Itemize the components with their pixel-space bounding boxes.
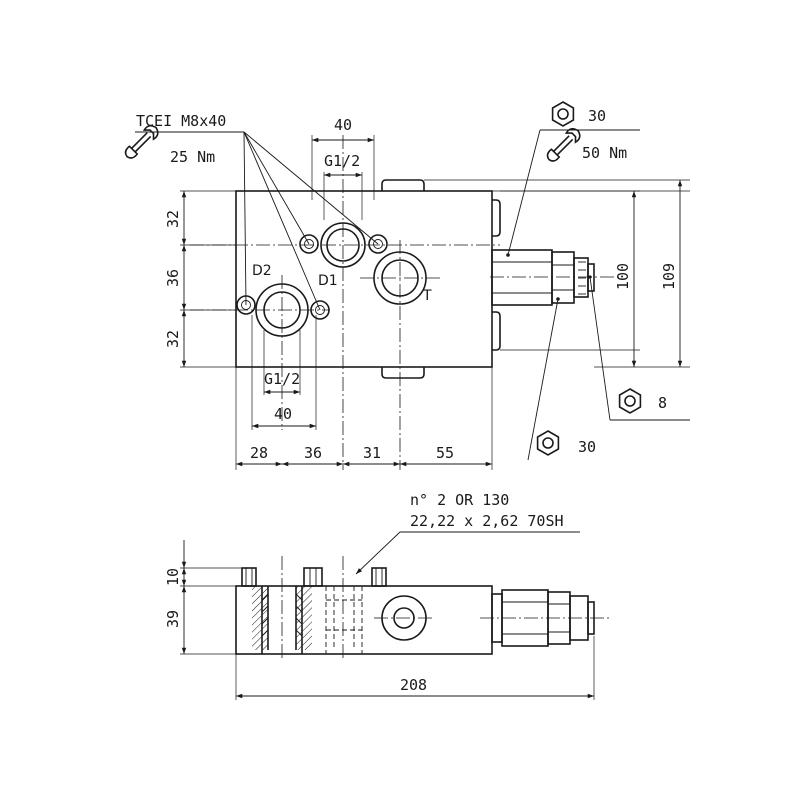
hex-nut-icon xyxy=(551,101,575,127)
dimension-lines-side-view xyxy=(181,540,594,699)
dim-bottom-40: 40 xyxy=(274,405,292,423)
wrench-icon xyxy=(546,127,581,162)
port-section-hatch xyxy=(252,586,268,650)
hex-nut-icon xyxy=(536,430,560,456)
dim-v-39: 39 xyxy=(164,610,182,628)
dimension-lines-top-view xyxy=(181,137,683,467)
thread-bottom-label: G1/2 xyxy=(264,370,300,388)
extension-lines xyxy=(180,135,690,470)
dim-v-32-bottom: 32 xyxy=(164,330,182,348)
hidden-port xyxy=(325,586,363,654)
bolt-head-2 xyxy=(303,567,323,587)
bottom-boss xyxy=(381,367,425,379)
port-d1-label: D1 xyxy=(318,273,338,289)
dim-h-208: 208 xyxy=(400,676,427,694)
port-t-side xyxy=(374,595,434,641)
top-boss xyxy=(381,179,425,191)
hex-torque-label-1: 50 Nm xyxy=(582,144,627,162)
oring-spec-line-1: n° 2 OR 130 xyxy=(410,491,509,509)
thread-top-label: G1/2 xyxy=(324,152,360,170)
screw-torque-label: 25 Nm xyxy=(170,148,215,166)
dim-v-32-top: 32 xyxy=(164,210,182,228)
port-section-hatch xyxy=(296,586,312,650)
top-view-block-body xyxy=(235,190,493,368)
dim-h-28: 28 xyxy=(250,444,268,462)
dim-v-36: 36 xyxy=(164,269,182,287)
bolt-hole-top-right xyxy=(368,234,388,254)
screw-spec-label: TCEI M8x40 xyxy=(136,112,226,130)
cartridge-valve-top xyxy=(491,249,595,306)
port-t-label: T xyxy=(422,288,432,304)
hex-size-label-3: 30 xyxy=(578,438,596,456)
oring-spec-line-2: 22,22 x 2,62 70SH xyxy=(410,512,564,530)
bolt-head-3 xyxy=(371,567,387,587)
leader-lines-top-view xyxy=(135,129,690,461)
side-view-block-body xyxy=(235,585,493,655)
cartridge-valve-side xyxy=(480,589,610,647)
top-view: TCEI M8x40 25 Nm 30 50 Nm 8 30 D1 D2 T 4… xyxy=(124,101,690,470)
dim-v-100: 100 xyxy=(614,263,632,290)
hex-nut-icon xyxy=(618,388,642,414)
bolt-hole-top-left xyxy=(299,234,319,254)
bolt-head-1 xyxy=(241,567,257,587)
right-ear-lower xyxy=(492,311,501,351)
port-d2-label: D2 xyxy=(252,263,272,279)
dim-v-109: 109 xyxy=(660,263,678,290)
dim-h-55: 55 xyxy=(436,444,454,462)
dim-v-10: 10 xyxy=(164,568,182,586)
hex-size-label-2: 8 xyxy=(658,394,667,412)
dim-top-40: 40 xyxy=(334,116,352,134)
dim-h-31: 31 xyxy=(363,444,381,462)
side-view: n° 2 OR 130 22,22 x 2,62 70SH 10 39 208 xyxy=(164,491,610,700)
right-ear-upper xyxy=(492,199,501,237)
dim-h-36: 36 xyxy=(304,444,322,462)
wrench-icon xyxy=(124,124,159,159)
hex-size-label-1: 30 xyxy=(588,107,606,125)
